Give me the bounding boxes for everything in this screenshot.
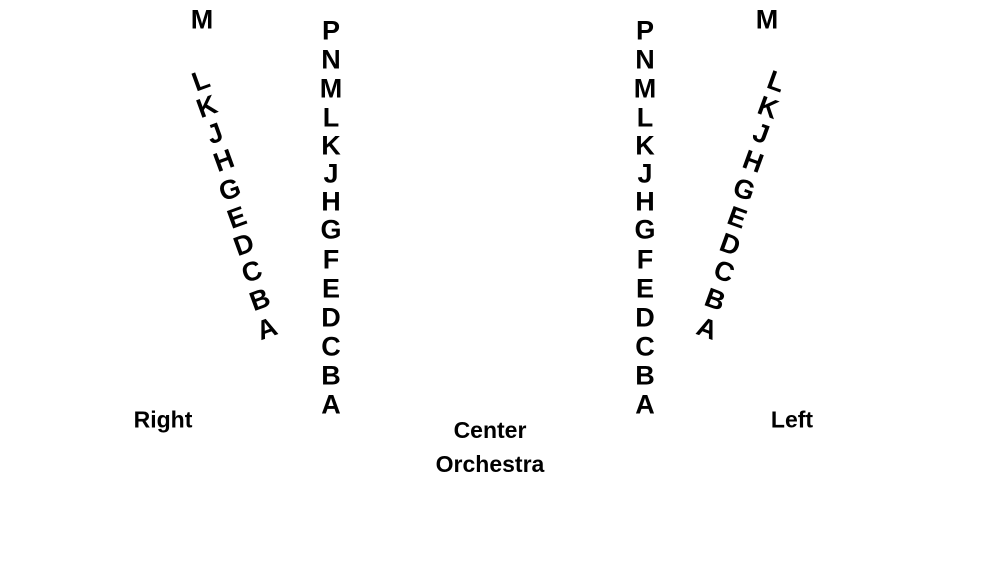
center-left-row-g: G [634,214,656,245]
center-left-row-b: B [635,360,655,391]
center-label-line1: Center [453,417,527,443]
right-row-label-top: M [190,4,214,35]
center-left-row-j: J [637,158,653,189]
center-left-row-p: P [635,15,655,46]
center-right-row-b: B [321,360,341,391]
center-right-row-p: P [321,15,341,46]
center-label-line2: Orchestra [435,451,545,477]
center-right-row-d: D [321,302,341,333]
right-row-a: A [252,311,282,346]
center-left-row-c: C [635,331,655,362]
center-right-row-j: J [323,158,339,189]
center-orchestra-label: Center Orchestra [436,413,545,481]
center-right-row-e: E [321,273,341,304]
center-right-row-g: G [320,214,342,245]
center-left-row-a: A [635,389,655,420]
left-section-label: Left [770,406,814,433]
center-right-row-l: L [322,102,340,133]
center-right-row-f: F [322,244,340,275]
center-right-row-a: A [321,389,341,420]
center-left-row-f: F [636,244,654,275]
center-left-row-l: L [636,102,654,133]
center-left-row-k: K [635,130,655,161]
right-section-label: Right [133,406,193,433]
center-left-row-n: N [635,44,655,75]
center-right-row-c: C [321,331,341,362]
center-left-row-h: H [635,186,655,217]
center-left-row-d: D [635,302,655,333]
center-right-row-h: H [321,186,341,217]
center-right-row-m: M [319,73,343,104]
center-left-row-e: E [635,273,655,304]
center-left-row-m: M [633,73,657,104]
center-right-row-n: N [321,44,341,75]
left-row-a: A [692,311,722,346]
left-row-label-top: M [755,4,779,35]
center-right-row-k: K [321,130,341,161]
